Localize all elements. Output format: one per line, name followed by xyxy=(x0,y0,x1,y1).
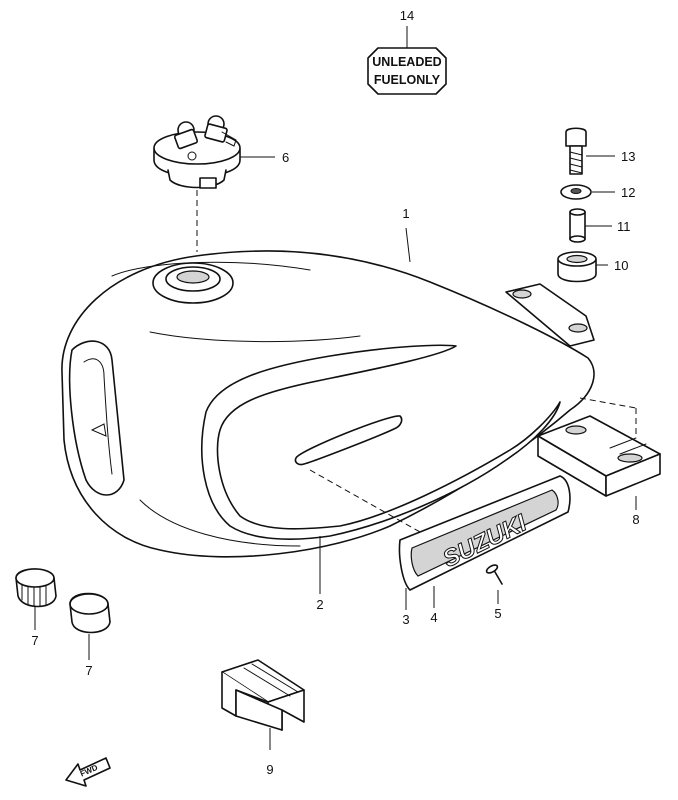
callout-13: 13 xyxy=(621,149,635,164)
callout-9: 8 xyxy=(632,512,639,527)
callout-6: 6 xyxy=(282,150,289,165)
part-5-screw: 5 xyxy=(485,564,503,621)
fuel-label-line1: UNLEADED xyxy=(372,55,441,69)
callout-11: 11 xyxy=(617,219,631,234)
fuel-label-line2: FUELONLY xyxy=(374,73,441,87)
part-9-knee-pad: 8 xyxy=(537,415,661,527)
callout-8: 9 xyxy=(266,762,273,777)
callout-14: 14 xyxy=(400,8,414,23)
part-7-cap-b: 7 xyxy=(69,592,111,678)
callout-7b: 7 xyxy=(85,663,92,678)
callout-1: 1 xyxy=(402,206,409,221)
callout-5: 5 xyxy=(494,606,501,621)
callout-7a: 7 xyxy=(31,633,38,648)
callout-4: 4 xyxy=(430,610,437,625)
callout-2: 2 xyxy=(316,597,323,612)
part-11-spacer: 11 xyxy=(569,208,631,243)
part-1-fuel-tank: 1 xyxy=(61,206,595,558)
callout-3: 3 xyxy=(402,612,409,627)
part-13-bolt: 13 xyxy=(565,127,635,175)
key-icon xyxy=(173,115,237,161)
part-10-grommet: 10 xyxy=(557,251,628,283)
fwd-arrow-icon: FWD xyxy=(65,757,111,787)
part-14-fuel-label: UNLEADED FUELONLY 14 xyxy=(367,8,447,95)
callout-10: 10 xyxy=(614,258,628,273)
callout-12: 12 xyxy=(621,185,635,200)
part-7-cap-a: 7 xyxy=(15,568,57,648)
part-6-fuel-cap: 6 xyxy=(153,115,289,252)
part-12-washer: 12 xyxy=(560,184,635,200)
part-2-stripe-callout: 2 xyxy=(316,536,324,612)
part-8-cushion: 9 xyxy=(221,659,305,777)
